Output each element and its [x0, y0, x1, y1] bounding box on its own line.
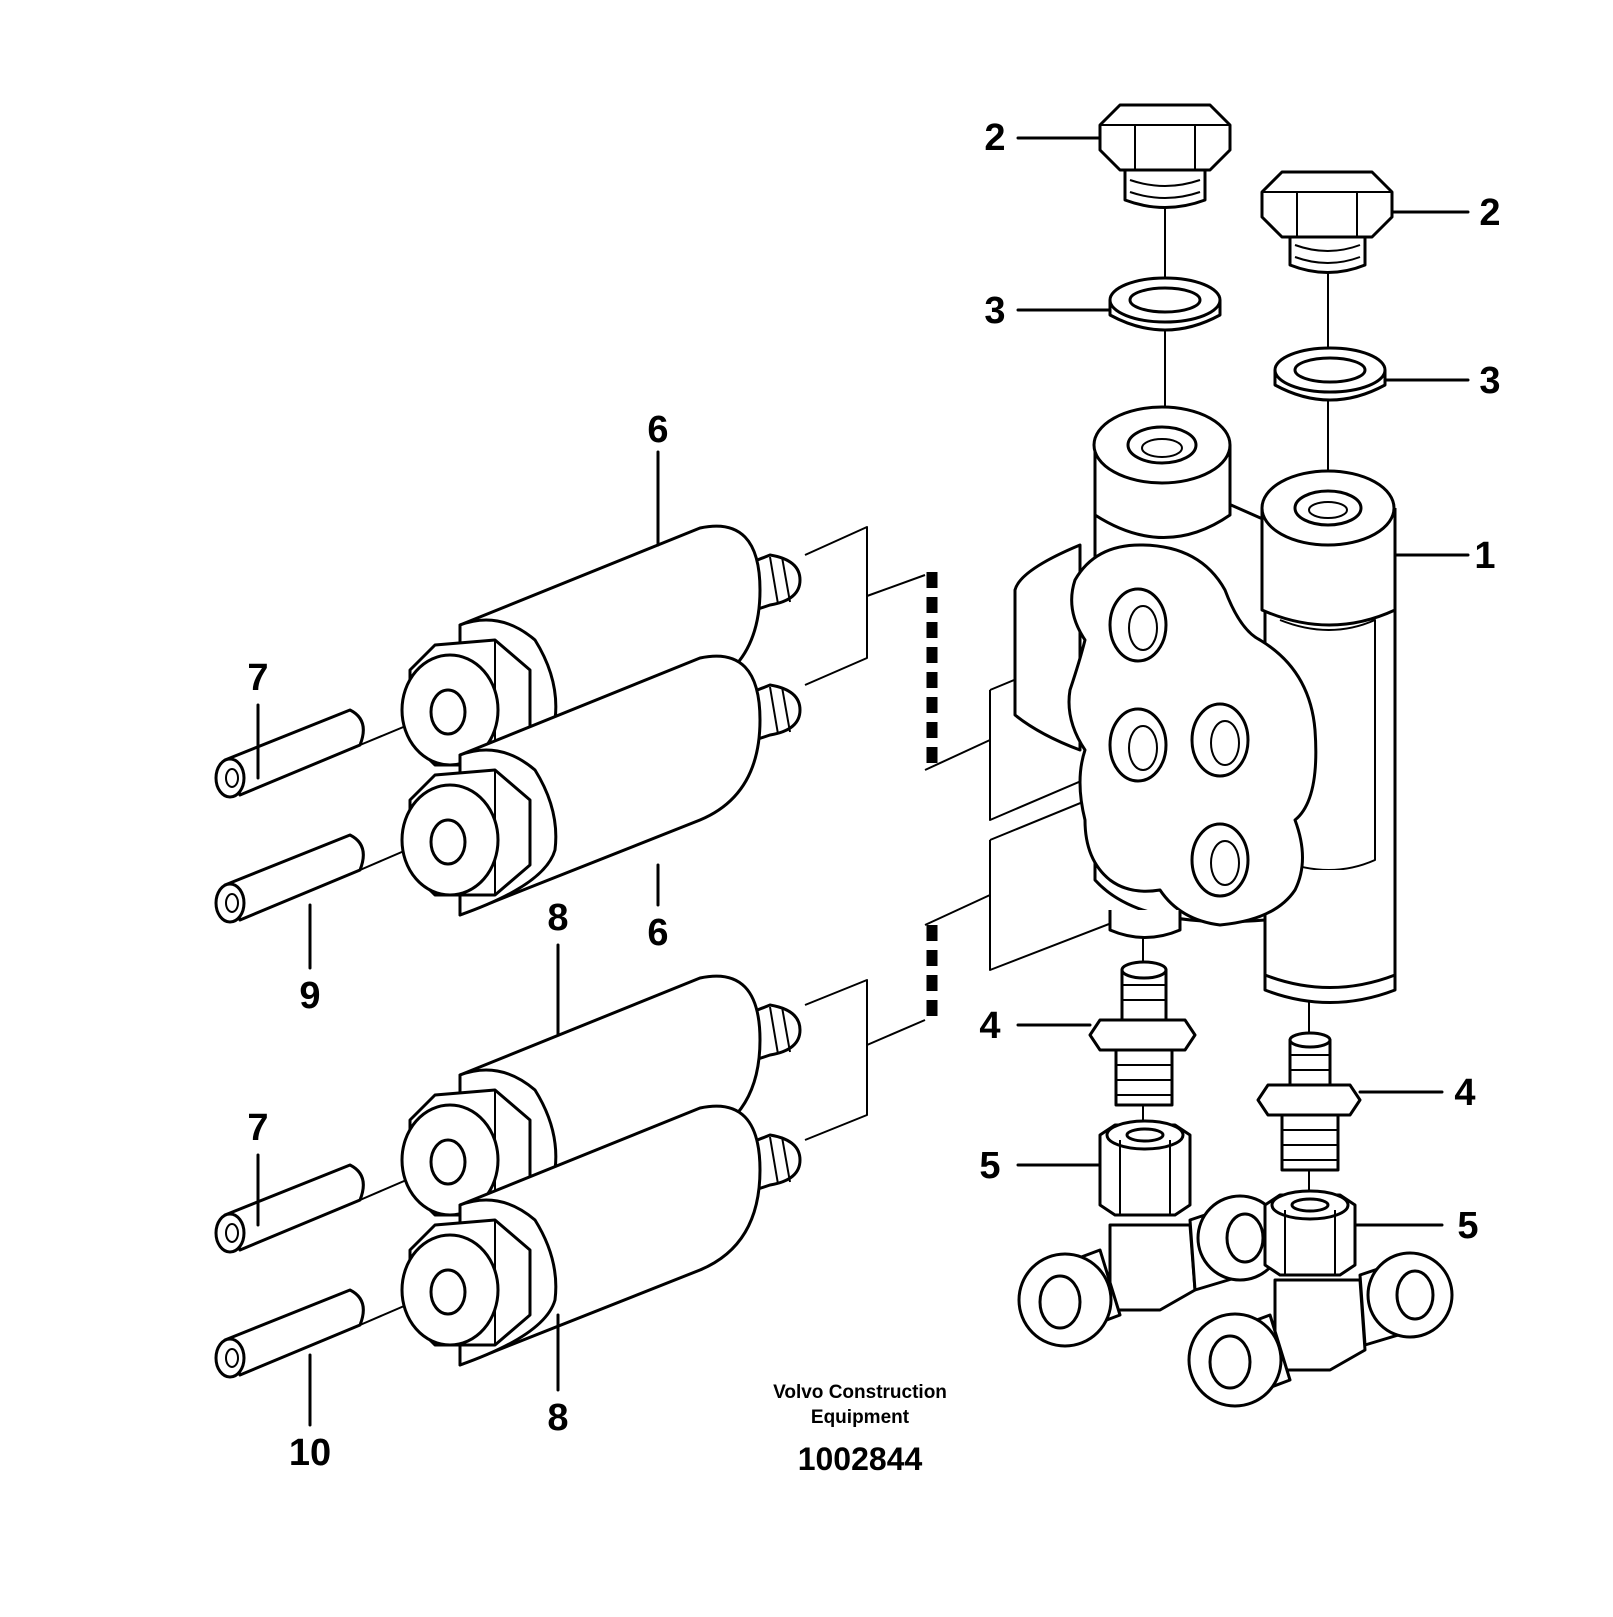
callout-3-left: 3 [984, 290, 1005, 332]
callout-5-left: 5 [979, 1145, 1000, 1187]
pipe-7-upper [214, 708, 365, 799]
tee-fitting-left [1017, 1119, 1284, 1348]
callout-7-lower: 7 [247, 1107, 268, 1149]
callout-2-left: 2 [984, 117, 1005, 159]
credit-line-1: Volvo Construction [773, 1382, 947, 1403]
callout-4-left: 4 [979, 1005, 1000, 1047]
callout-4-right: 4 [1454, 1072, 1475, 1114]
seal-washer-left [1108, 276, 1222, 332]
tee-fitting-right [1187, 1189, 1454, 1408]
leader-lines [256, 136, 1470, 1427]
credit-line-2: Equipment [811, 1407, 910, 1428]
callout-6-lower: 6 [647, 912, 668, 954]
callout-3-right: 3 [1479, 360, 1500, 402]
callout-2-right: 2 [1479, 192, 1500, 234]
callout-labels: 1 2 2 3 3 4 4 5 5 6 6 7 7 8 8 9 10 [247, 117, 1500, 1474]
solenoid-8-lower [400, 1104, 802, 1367]
callout-7-upper: 7 [247, 657, 268, 699]
pipe-10 [214, 1288, 365, 1379]
pipe-9 [214, 833, 365, 924]
solenoid-8-upper [400, 974, 802, 1237]
callout-9: 9 [299, 975, 320, 1017]
callout-6-upper: 6 [647, 409, 668, 451]
plug-right [1260, 170, 1394, 274]
callout-8-upper: 8 [547, 897, 568, 939]
callout-5-right: 5 [1457, 1205, 1478, 1247]
seal-washer-right [1273, 346, 1387, 402]
nipple-right [1256, 1031, 1362, 1172]
figure-credit: Volvo Construction Equipment 1002844 [773, 1382, 947, 1477]
solenoid-6-lower [400, 654, 802, 917]
callout-10: 10 [289, 1432, 331, 1474]
nipple-left [1088, 960, 1197, 1107]
valve-block [1013, 405, 1397, 1004]
callout-1: 1 [1474, 535, 1495, 577]
reference-number: 1002844 [798, 1441, 923, 1477]
callout-8-lower: 8 [547, 1397, 568, 1439]
pipe-7-lower [214, 1163, 365, 1254]
plug-left [1098, 103, 1232, 209]
